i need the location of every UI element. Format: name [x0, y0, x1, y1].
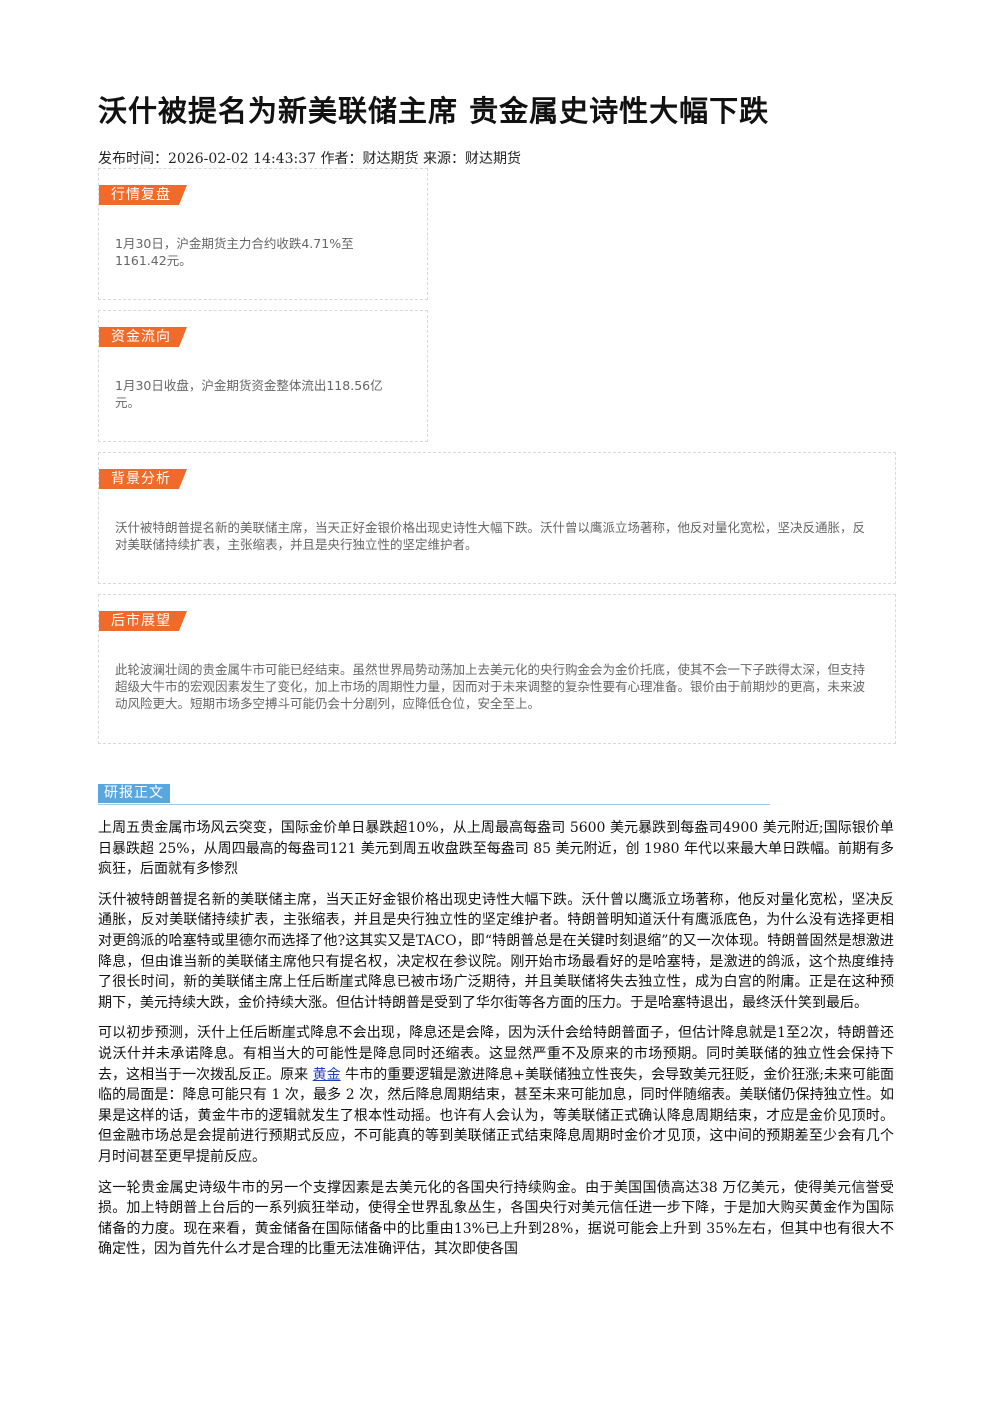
- section-tag: 后市展望: [99, 611, 187, 631]
- paragraph: 上周五贵金属市场风云突变，国际金价单日暴跌超10%，从上周最高每盎司 5600 …: [98, 820, 894, 878]
- gold-link[interactable]: 黄金: [312, 1066, 341, 1083]
- report-tag: 研报正文: [98, 784, 170, 803]
- section-body: 1月30日收盘，沪金期货资金整体流出118.56亿元。: [115, 378, 383, 410]
- report-header: 研报正文: [98, 784, 770, 805]
- market-review-box: 行情复盘 1月30日，沪金期货主力合约收跌4.71%至1161.42元。: [98, 168, 428, 300]
- outlook-box: 后市展望 此轮波澜壮阔的贵金属牛市可能已经结束。虽然世界局势动荡加上去美元化的央…: [98, 594, 896, 744]
- section-body: 此轮波澜壮阔的贵金属牛市可能已经结束。虽然世界局势动荡加上去美元化的央行购金会为…: [115, 662, 866, 711]
- page-title: 沃什被提名为新美联储主席 贵金属史诗性大幅下跌: [98, 94, 770, 128]
- paragraph: 沃什被特朗普提名新的美联储主席，当天正好金银价格出现史诗性大幅下跌。沃什曾以鹰派…: [98, 891, 894, 1011]
- section-tag: 背景分析: [99, 469, 187, 489]
- background-analysis-box: 背景分析 沃什被特朗普提名新的美联储主席，当天正好金银价格出现史诗性大幅下跌。沃…: [98, 452, 896, 584]
- report-body: 上周五贵金属市场风云突变，国际金价单日暴跌超10%，从上周最高每盎司 5600 …: [98, 818, 894, 1270]
- fund-flow-box: 资金流向 1月30日收盘，沪金期货资金整体流出118.56亿元。: [98, 310, 428, 442]
- section-body: 1月30日，沪金期货主力合约收跌4.71%至1161.42元。: [115, 236, 354, 268]
- section-tag: 行情复盘: [99, 185, 187, 205]
- paragraph: 这一轮贵金属史诗级牛市的另一个支撑因素是去美元化的各国央行持续购金。由于美国国债…: [98, 1179, 894, 1258]
- paragraph: 可以初步预测，沃什上任后断崖式降息不会出现，降息还是会降，因为沃什会给特朗普面子…: [98, 1025, 895, 1165]
- section-tag: 资金流向: [99, 327, 187, 347]
- article-meta: 发布时间：2026-02-02 14:43:37 作者：财达期货 来源：财达期货: [98, 151, 521, 167]
- section-body: 沃什被特朗普提名新的美联储主席，当天正好金银价格出现史诗性大幅下跌。沃什曾以鹰派…: [115, 520, 866, 552]
